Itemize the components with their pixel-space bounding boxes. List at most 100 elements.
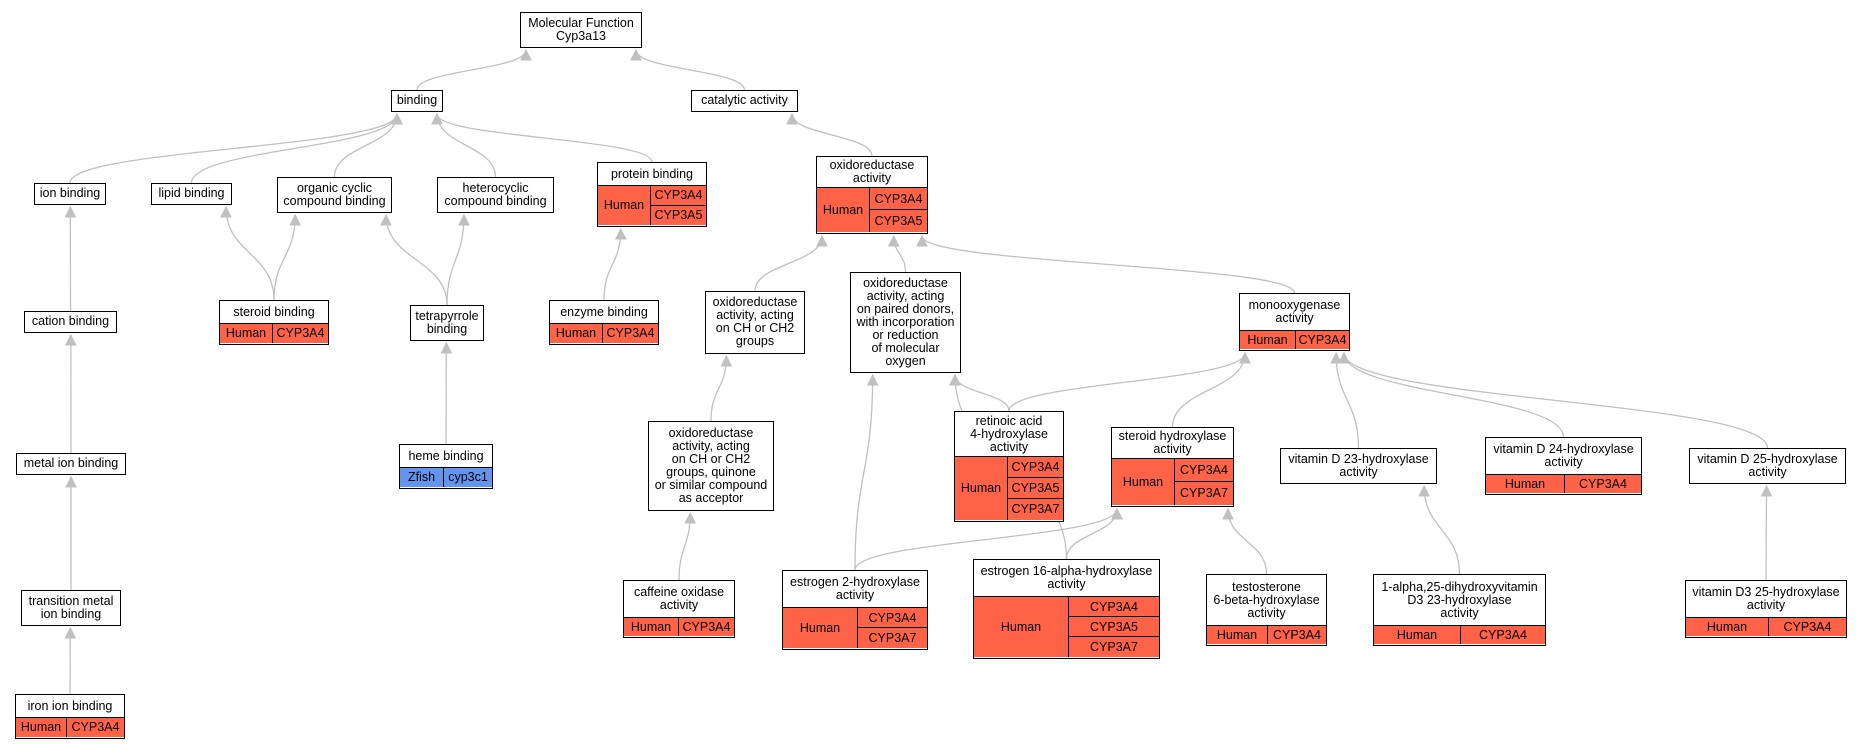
- edge-ion-to-binding: [69, 112, 403, 184]
- gene-cell[interactable]: CYP3A4: [870, 188, 927, 211]
- node-title-line: lipid binding: [158, 186, 225, 200]
- node-title-line: vitamin D 24-hydroxylase: [1493, 442, 1634, 456]
- node-title-line: binding: [426, 321, 468, 336]
- edge-sterhyd-to-monoox: [1171, 351, 1251, 428]
- species-cell: Human: [550, 324, 603, 343]
- gene-cell[interactable]: CYP3A5: [1008, 478, 1063, 500]
- node-title-line: activity: [1440, 605, 1479, 620]
- node-title-line: caffeine oxidase: [633, 585, 725, 599]
- edge-estro2-to-oxpaired: [854, 373, 879, 571]
- gene-cell[interactable]: CYP3A4: [1783, 619, 1832, 634]
- gene-cell[interactable]: CYP3A4: [858, 608, 927, 629]
- edge-vitd3_25-to-vitd25: [1760, 484, 1773, 581]
- edge-orgcyc-to-binding: [333, 112, 403, 178]
- node-title-line: activity: [1748, 464, 1787, 479]
- node-binding[interactable]: binding: [391, 90, 443, 112]
- gene-cell[interactable]: CYP3A4: [682, 619, 731, 634]
- node-title-line: monooxygenase: [1248, 298, 1341, 312]
- node-title-line: metal ion binding: [23, 456, 119, 470]
- gene-cell[interactable]: CYP3A4: [1479, 627, 1527, 642]
- gene-cell[interactable]: CYP3A4: [1298, 332, 1347, 347]
- node-ion[interactable]: ion binding: [34, 183, 106, 205]
- node-title-line: activity: [1047, 577, 1086, 591]
- node-title-line: on paired donors,: [856, 301, 955, 316]
- gene-cell[interactable]: CYP3A7: [1090, 639, 1138, 654]
- node-title-line: Cyp3a13: [555, 28, 607, 43]
- annotation-table: Human CYP3A4: [16, 718, 124, 737]
- node-catalytic[interactable]: catalytic activity: [691, 90, 798, 112]
- gene-cell[interactable]: CYP3A7: [1180, 486, 1228, 501]
- node-cation[interactable]: cation binding: [24, 311, 117, 333]
- edge-caffeine-to-oxquinone: [678, 511, 697, 581]
- gene-cell[interactable]: CYP3A4: [1175, 459, 1233, 483]
- gene-cell[interactable]: CYP3A4: [71, 720, 120, 735]
- species-cell: Human: [624, 618, 679, 636]
- species-cell: Human: [1240, 331, 1296, 349]
- gene-cell[interactable]: CYP3A7: [1011, 502, 1060, 517]
- node-lipid[interactable]: lipid binding: [151, 183, 232, 205]
- node-title-line: activity: [1153, 442, 1192, 456]
- species-cell: Human: [16, 718, 67, 737]
- node-title-line: compound binding: [283, 193, 386, 208]
- node-title-line: oxidoreductase: [668, 425, 754, 440]
- species-cell: Human: [817, 188, 870, 232]
- node-title: cation binding: [25, 312, 116, 331]
- node-title-line: enzyme binding: [560, 304, 648, 319]
- gene-cell[interactable]: CYP3A4: [1069, 597, 1159, 618]
- node-title-line: testosterone: [1232, 579, 1301, 594]
- gene-cell[interactable]: CYP3A7: [868, 630, 917, 645]
- gene-cell[interactable]: cyp3c1: [448, 470, 488, 485]
- node-title-line: binding: [396, 93, 438, 107]
- node-title-line: or similar compound: [654, 477, 768, 492]
- gene-cell[interactable]: CYP3A4: [1273, 627, 1321, 642]
- gene-cell[interactable]: CYP3A4: [1008, 457, 1063, 479]
- gene-cell[interactable]: CYP3A4: [651, 186, 706, 206]
- node-title-line: iron ion binding: [27, 698, 113, 713]
- gene-cell[interactable]: CYP3A4: [276, 326, 325, 341]
- gene-cell[interactable]: CYP3A5: [654, 208, 703, 223]
- node-title-line: groups: [735, 334, 775, 348]
- node-metal[interactable]: metal ion binding: [16, 453, 126, 475]
- node-title-line: activity: [1275, 311, 1314, 325]
- node-title-line: activity: [1544, 455, 1583, 469]
- gene-cell[interactable]: CYP3A4: [606, 326, 655, 341]
- gene-cell[interactable]: CYP3A5: [1069, 617, 1159, 638]
- node-title-line: activity: [989, 439, 1029, 454]
- gene-cell[interactable]: CYP3A4: [1579, 476, 1627, 491]
- node-title-line: on CH or CH2: [671, 451, 751, 466]
- gene-cell[interactable]: CYP3A5: [874, 213, 923, 228]
